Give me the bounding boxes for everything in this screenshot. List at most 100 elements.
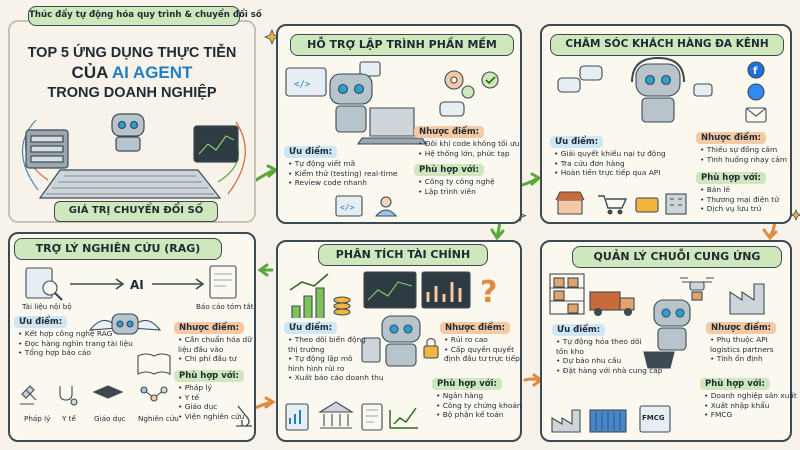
list-item: Tự động hóa theo dõi tồn kho bbox=[556, 337, 642, 356]
list-item: Giáo dục bbox=[178, 402, 254, 412]
customer-cons-list: Thiếu sự đồng cảm Tình huống nhạy cảm bbox=[700, 145, 792, 164]
list-item: Xuất nhập khẩu bbox=[704, 401, 792, 411]
ai-agent-highlight: AI AGENT bbox=[111, 63, 193, 82]
list-item: Phụ thuộc API logistics partners bbox=[710, 335, 790, 354]
robot-icon bbox=[329, 73, 373, 105]
robot-icon bbox=[111, 313, 139, 335]
check-icon bbox=[481, 71, 499, 89]
customer-pros-list: Giải quyết khiếu nại tự động Tra cứu đơn… bbox=[554, 149, 692, 178]
software-illustration: </> bbox=[285, 61, 499, 145]
factory-icon bbox=[729, 283, 765, 315]
title-illustration bbox=[21, 113, 246, 199]
sparkle-icon bbox=[263, 28, 281, 46]
svg-text:</>: </> bbox=[294, 80, 311, 90]
customer-footer-icons bbox=[555, 191, 687, 215]
list-item: Đôi khi code không tối ưu bbox=[418, 139, 520, 149]
list-item: Giải quyết khiếu nại tự động bbox=[554, 149, 692, 159]
list-item: Kiểm thử (testing) real-time bbox=[288, 169, 413, 179]
domain-label: Y tế bbox=[62, 414, 76, 423]
finance-title: PHÂN TÍCH TÀI CHÍNH bbox=[318, 244, 488, 266]
bank-icon bbox=[318, 401, 354, 413]
finance-pros-header: Ưu điểm: bbox=[284, 322, 338, 334]
list-item: Bộ phận kế toán bbox=[436, 410, 520, 420]
microscope-area bbox=[236, 405, 252, 427]
research-pros-list: Kết hợp công nghệ RAG Đọc hàng nghìn tra… bbox=[18, 329, 156, 358]
finance-cons-header: Nhược điểm: bbox=[440, 322, 511, 334]
svg-text:</>: </> bbox=[340, 203, 355, 212]
lock-icon bbox=[423, 345, 439, 359]
chart-screen-icon bbox=[363, 271, 417, 309]
code-window-icon bbox=[285, 67, 327, 97]
software-pros-list: Tự động viết mã Kiểm thử (testing) real-… bbox=[288, 159, 413, 188]
list-item: Tự động viết mã bbox=[288, 159, 413, 169]
book-icon bbox=[137, 353, 171, 375]
research-domain-icons bbox=[20, 385, 168, 406]
headset-icon bbox=[631, 56, 685, 83]
list-item: Bán lẻ bbox=[700, 185, 792, 195]
finance-pros-list: Theo dõi biến động thị trường Tự động lậ… bbox=[288, 335, 384, 383]
list-item: Dự báo nhu cầu bbox=[556, 356, 642, 366]
supply-cons-list: Phụ thuộc API logistics partners Tính ổn… bbox=[710, 335, 790, 364]
list-item: Ngân hàng bbox=[436, 391, 520, 401]
report-icon bbox=[285, 403, 309, 431]
value-banner: GIÁ TRỊ CHUYỂN ĐỔI SỐ bbox=[54, 201, 218, 222]
domain-label: Giáo dục bbox=[94, 414, 126, 423]
list-item: Doanh nghiệp sản xuất bbox=[704, 391, 797, 401]
list-item: Tổng hợp báo cáo bbox=[18, 348, 156, 358]
software-cons-header: Nhược điểm: bbox=[414, 126, 485, 138]
supply-pros-list: Tự động hóa theo dõi tồn kho Dự báo nhu … bbox=[556, 337, 662, 375]
finance-illustration: ? bbox=[289, 271, 497, 318]
chat-icon bbox=[439, 101, 465, 117]
finance-fit-header: Phù hợp với: bbox=[432, 378, 502, 390]
list-item: Rủi ro cao bbox=[444, 335, 520, 345]
list-item: Tính ổn định bbox=[710, 354, 790, 364]
chat-icon bbox=[557, 77, 581, 93]
facebook-icon bbox=[747, 61, 765, 79]
finance-cons-list: Rủi ro cao Cấp quyền quyết định đầu tư t… bbox=[444, 335, 520, 364]
list-item: Hệ thống lớn, phức tạp bbox=[418, 149, 520, 159]
gavel-icon bbox=[20, 385, 37, 405]
research-flow: AI bbox=[25, 265, 237, 301]
list-item: Y tế bbox=[178, 393, 254, 403]
domain-label: Pháp lý bbox=[24, 414, 51, 423]
finance-fit-list: Ngân hàng Công ty chứng khoán Bộ phận kế… bbox=[436, 391, 522, 420]
ledger-icon bbox=[361, 403, 383, 431]
fmcg-box-label: FMCG bbox=[642, 414, 665, 422]
list-item: Cần chuẩn hóa dữ liệu đầu vào bbox=[178, 335, 254, 354]
list-item: Xuất báo cáo doanh thu bbox=[288, 373, 384, 383]
graduation-cap-icon bbox=[92, 385, 124, 399]
robot-icon bbox=[381, 315, 421, 343]
list-item: Theo dõi biến động thị trường bbox=[288, 335, 370, 354]
svg-text:f: f bbox=[753, 66, 758, 77]
software-footer-icons: </> bbox=[335, 195, 398, 217]
keyboard-icon bbox=[38, 169, 222, 199]
title-line-3: TRONG DOANH NGHIỆP bbox=[47, 85, 217, 101]
store-icon bbox=[557, 199, 583, 215]
software-title: HỖ TRỢ LẬP TRÌNH PHẦN MỀM bbox=[290, 34, 514, 56]
list-item: Viện nghiên cứu bbox=[178, 412, 254, 422]
software-cons-list: Đôi khi code không tối ưu Hệ thống lớn, … bbox=[418, 139, 520, 158]
list-item: Công ty chứng khoán bbox=[436, 401, 522, 411]
list-item: Dịch vụ lưu trú bbox=[700, 204, 792, 214]
value-banner-text: GIÁ TRỊ CHUYỂN ĐỔI SỐ bbox=[68, 205, 204, 216]
main-title: TOP 5 ỨNG DỤNG THỰC TIỄN CỦA AI AGENT TR… bbox=[10, 44, 254, 102]
list-item: FMCG bbox=[704, 410, 792, 420]
finance-footer-icons bbox=[285, 401, 418, 431]
magnifier-icon bbox=[42, 280, 58, 296]
research-robot bbox=[88, 313, 162, 335]
fmcg-box-icon bbox=[639, 405, 671, 433]
customer-illustration: f bbox=[557, 56, 767, 123]
supply-title: QUẢN LÝ CHUỖI CUNG ỨNG bbox=[572, 246, 782, 268]
software-fit-list: Công ty công nghệ Lập trình viên bbox=[418, 177, 520, 196]
list-item: Review code nhanh bbox=[288, 178, 413, 188]
list-item: Chi phí đầu tư bbox=[178, 354, 254, 364]
list-item: Pháp lý bbox=[178, 383, 254, 393]
research-cons-list: Cần chuẩn hóa dữ liệu đầu vào Chi phí đầ… bbox=[178, 335, 254, 364]
list-item: Tra cứu đơn hàng bbox=[554, 159, 692, 169]
list-item: Công ty công nghệ bbox=[418, 177, 520, 187]
research-pros-header: Ưu điểm: bbox=[14, 316, 68, 328]
bar-chart-icon bbox=[291, 287, 325, 318]
title-line-2: CỦA AI AGENT bbox=[71, 63, 193, 82]
list-item: Tự động lập mô hình hình rủi ro bbox=[288, 354, 370, 373]
ticket-icon bbox=[635, 197, 659, 213]
